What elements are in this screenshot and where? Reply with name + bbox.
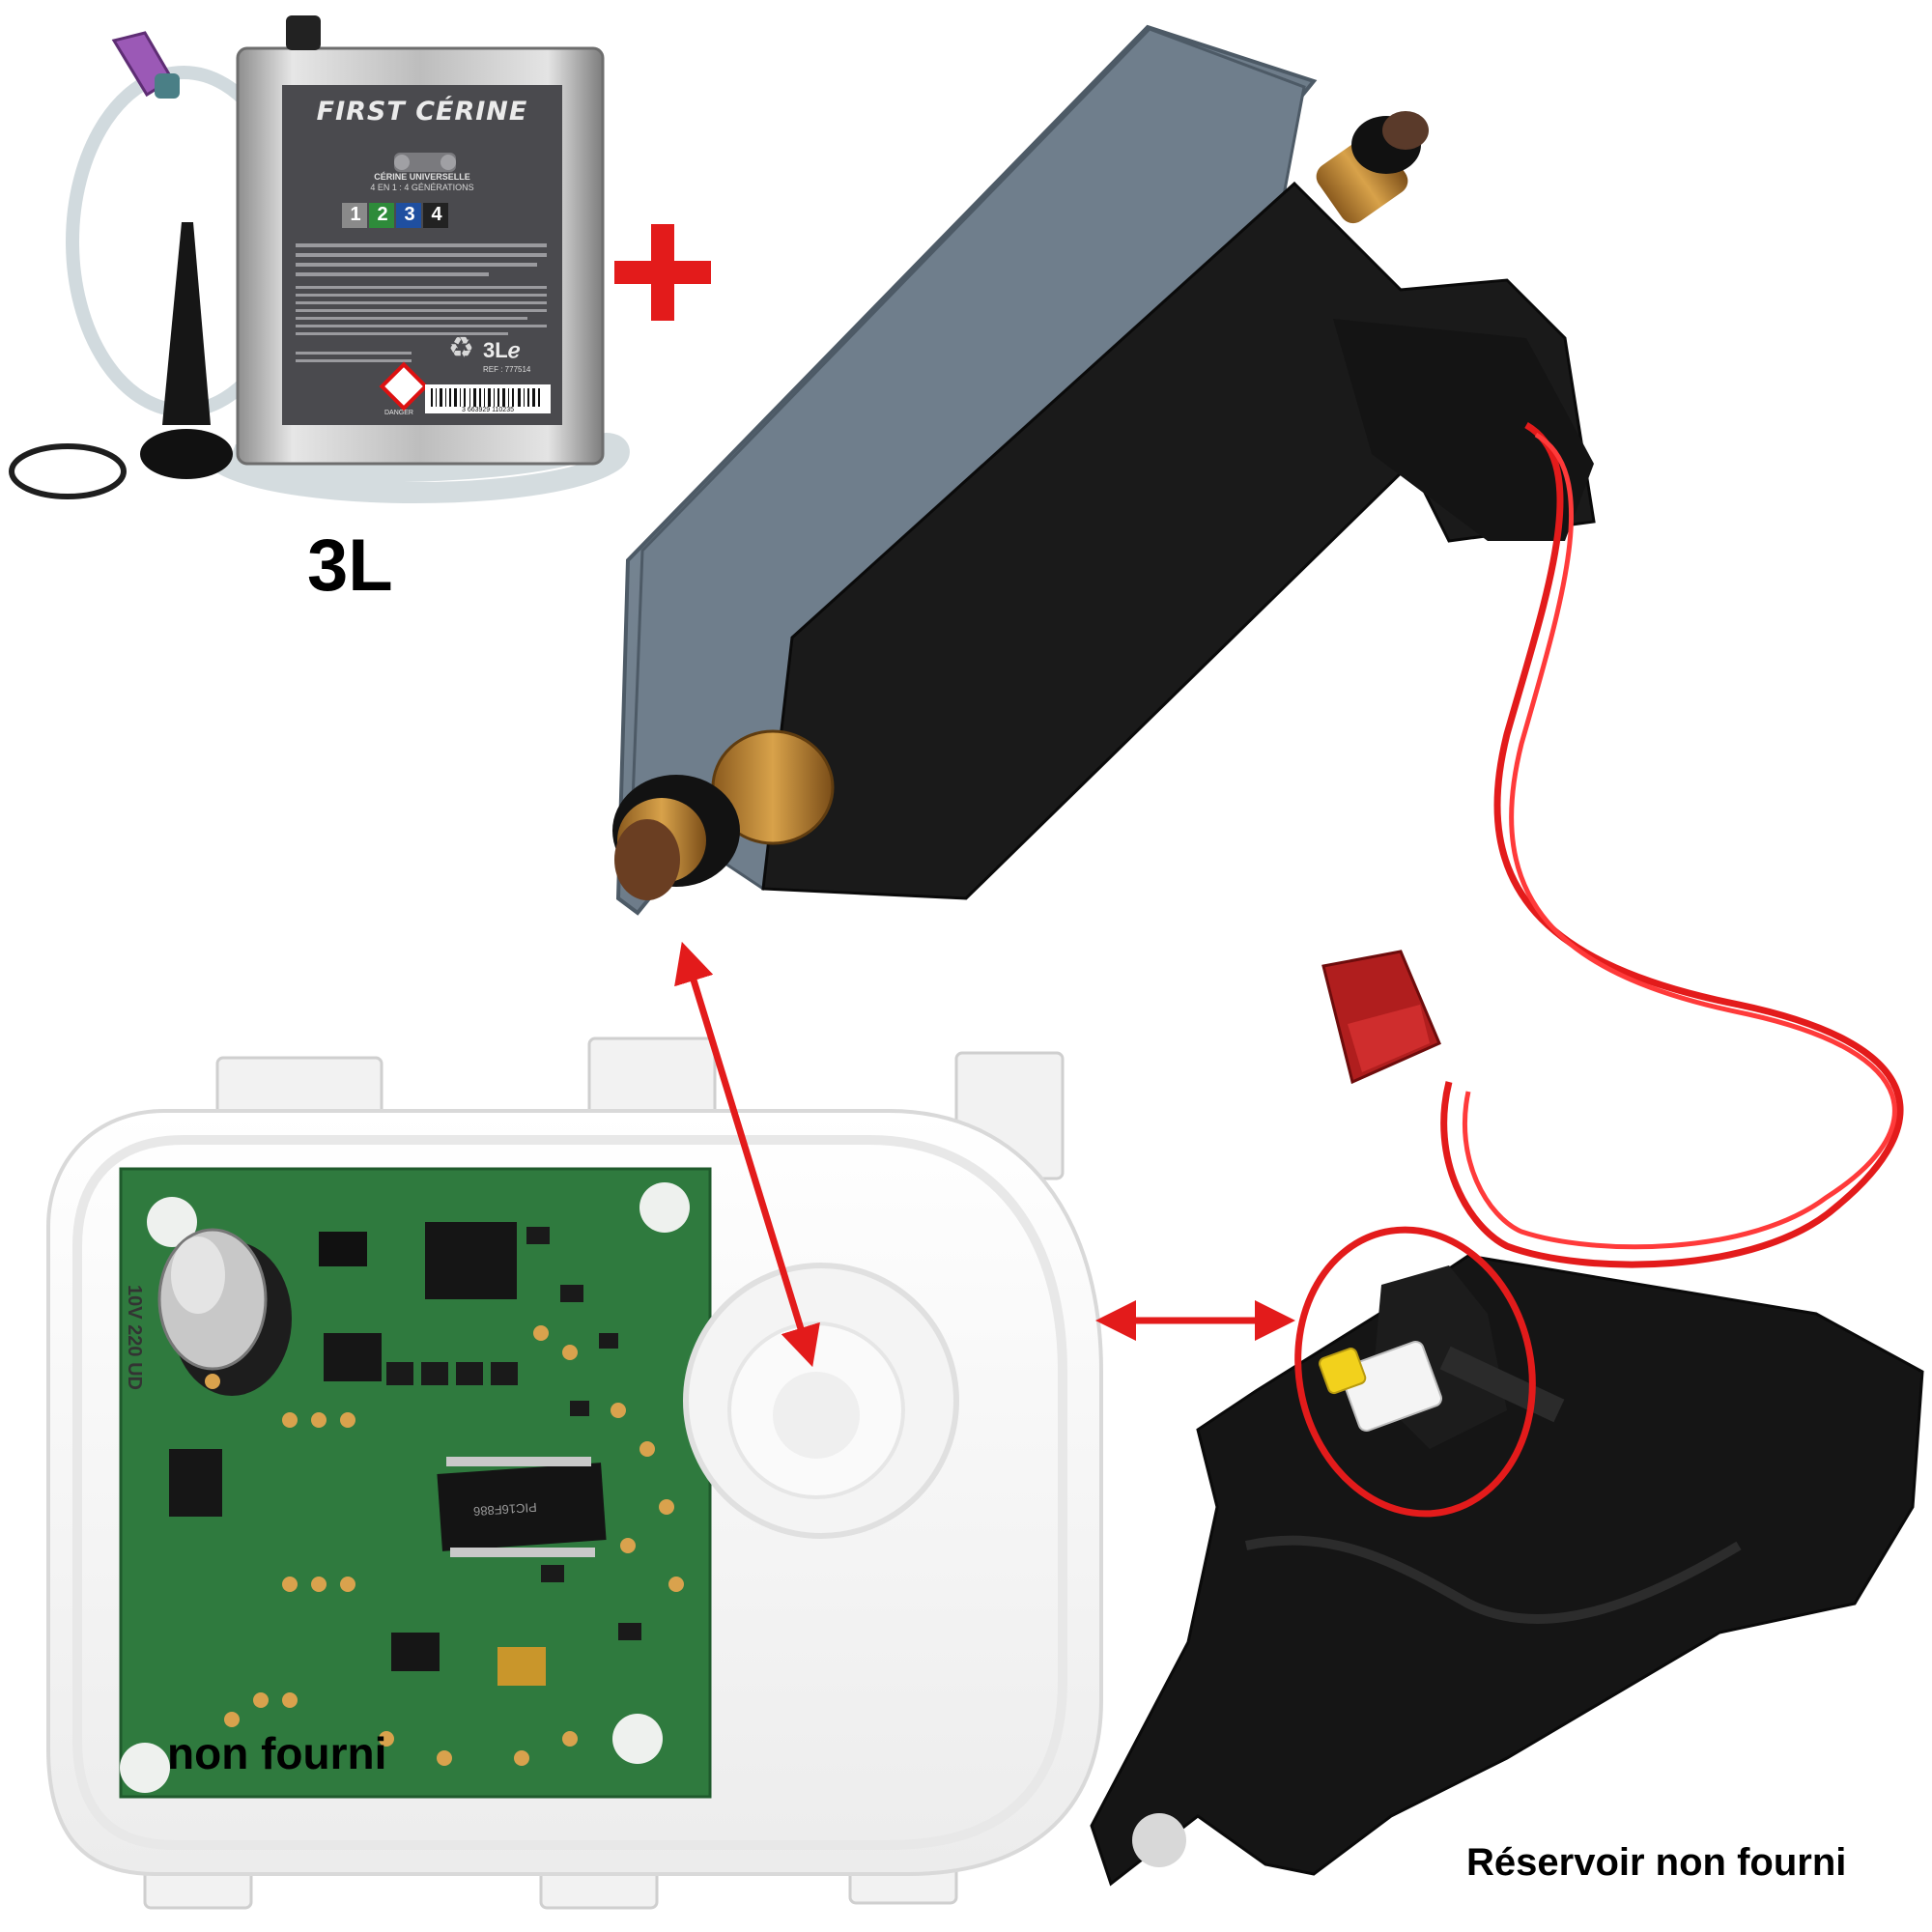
generation-numbers: 1 2 3 4 (342, 204, 450, 229)
level-sensor (1319, 1340, 1565, 1433)
can-brand-label: FIRST CÉRINE (282, 97, 562, 127)
header-pins (319, 1232, 367, 1266)
ic-small-2 (169, 1449, 222, 1517)
module-caption: non fourni (167, 1728, 387, 1778)
connector-block (1333, 319, 1594, 541)
can-danger: DANGER (384, 410, 413, 416)
arrow-pump-to-module (674, 941, 820, 1368)
pic-chip (437, 1463, 607, 1551)
gen-block-4 (423, 203, 448, 228)
can-volume-mark: 3Lℯ (483, 338, 521, 362)
solenoid-pump (612, 24, 1904, 1268)
gen-number-2: 2 (377, 204, 388, 225)
can-fine-print (296, 243, 547, 362)
tank-body (1090, 1254, 1924, 1887)
tank-part (1090, 1226, 1924, 1887)
funnel-nozzle (162, 222, 211, 425)
funnel-cap (140, 429, 233, 479)
red-wire-2 (1462, 432, 1897, 1250)
strap-loop (9, 443, 127, 499)
hazard-diamond-icon (379, 361, 429, 412)
gen-block-3 (396, 203, 421, 228)
tantalum-cap (497, 1647, 546, 1686)
chip-pins (446, 1457, 595, 1557)
capacitor (157, 1228, 292, 1396)
hose-bottom (216, 433, 630, 503)
plus-sign-icon (614, 224, 711, 321)
can-pictogram (394, 153, 456, 172)
mount-hole-3 (120, 1743, 170, 1793)
highlight-circle (1294, 1226, 1536, 1518)
smd-resistors (386, 1227, 641, 1640)
gen-number-3: 3 (404, 204, 415, 225)
control-module (46, 1037, 1103, 1910)
mount-hole-1 (147, 1197, 197, 1247)
mount-hole-4 (612, 1714, 663, 1764)
can-subtitle-line-1: CÉRINE UNIVERSELLE (374, 172, 470, 182)
bottom-fitting (612, 729, 835, 900)
capacitor-marking: 10V 220 UD (124, 1285, 145, 1390)
adapter-collar (155, 73, 180, 99)
can-brand-text: FIRST CÉRINE (316, 97, 528, 127)
can-subtitle-line-2: 4 EN 1 : 4 GÉNÉRATIONS (370, 183, 474, 192)
volume-caption: 3L (307, 525, 393, 607)
red-wire-1 (1440, 421, 1904, 1268)
recycle-icon: ♻ (448, 331, 474, 365)
gen-number-4: 4 (431, 204, 442, 225)
mount-hole-2 (639, 1182, 690, 1233)
barcode-digits: 3 663929 110235 (425, 407, 551, 413)
gen-number-1: 1 (350, 204, 361, 225)
can-cap (286, 15, 321, 50)
ic-small-1 (324, 1333, 382, 1381)
tank-caption: Réservoir non fourni (1466, 1841, 1847, 1884)
tank-ridge (1244, 1535, 1742, 1625)
cerine-kit: ♻ (9, 15, 630, 503)
can-ref: REF : 777514 (483, 365, 531, 374)
top-fitting (1316, 111, 1429, 224)
voltage-regulator (425, 1222, 517, 1299)
gen-block-1 (342, 203, 367, 228)
solder-pads (205, 1325, 684, 1766)
tank-mount-hole (1132, 1813, 1186, 1867)
ic-small-3 (391, 1633, 440, 1671)
red-plug (1321, 950, 1441, 1085)
gen-block-2 (369, 203, 394, 228)
can-subtitle: CÉRINE UNIVERSELLE 4 EN 1 : 4 GÉNÉRATION… (282, 172, 562, 193)
housing-rim (72, 1135, 1067, 1850)
inlet-port (683, 1263, 959, 1539)
